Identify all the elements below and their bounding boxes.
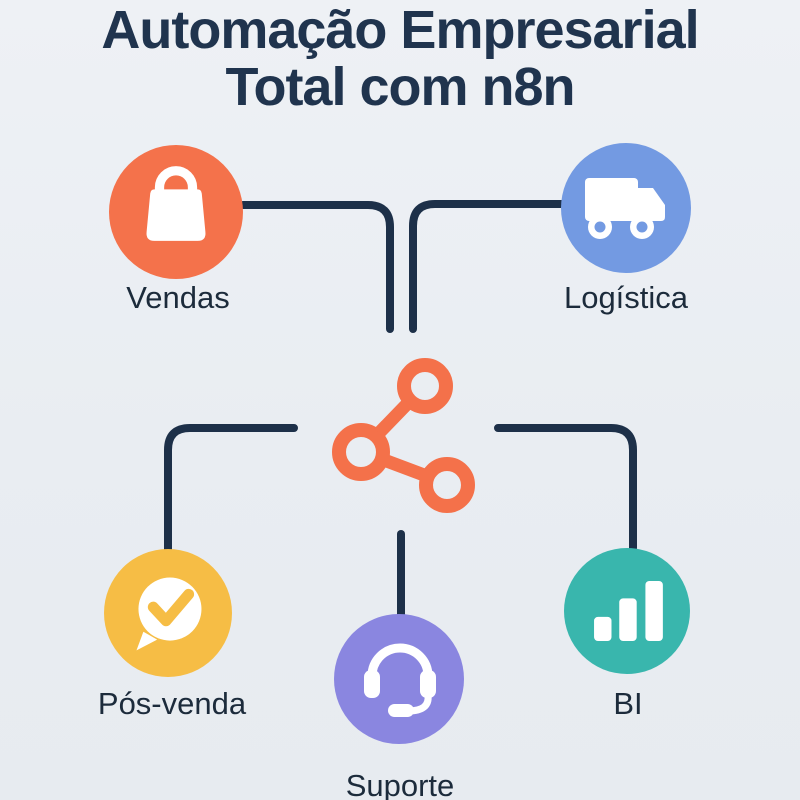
label-suporte: Suporte	[345, 768, 455, 800]
truck-icon	[585, 178, 665, 239]
title-line-2: Total com n8n	[225, 57, 575, 118]
node-vendas	[109, 145, 243, 279]
connector-pos-venda	[164, 424, 298, 553]
node-bi	[564, 548, 690, 674]
label-logistica: Logística	[563, 280, 689, 315]
connector-logistica	[409, 200, 565, 333]
shopping-bag-icon	[146, 166, 206, 241]
connector-bi	[494, 424, 637, 552]
connector-lines	[164, 200, 637, 620]
label-vendas: Vendas	[126, 280, 230, 315]
label-pos-venda: Pós-venda	[97, 686, 247, 721]
connector-vendas	[239, 201, 394, 333]
headset-icon	[364, 643, 436, 717]
bar-chart-icon	[594, 580, 663, 642]
title-line-1: Automação Empresarial	[101, 0, 699, 60]
node-suporte	[334, 614, 464, 744]
chat-checkmark-icon	[136, 577, 202, 651]
node-pos-venda	[104, 549, 232, 677]
label-bi: BI	[613, 686, 643, 721]
n8n-share-icon	[332, 358, 475, 513]
node-logistica	[561, 143, 691, 273]
